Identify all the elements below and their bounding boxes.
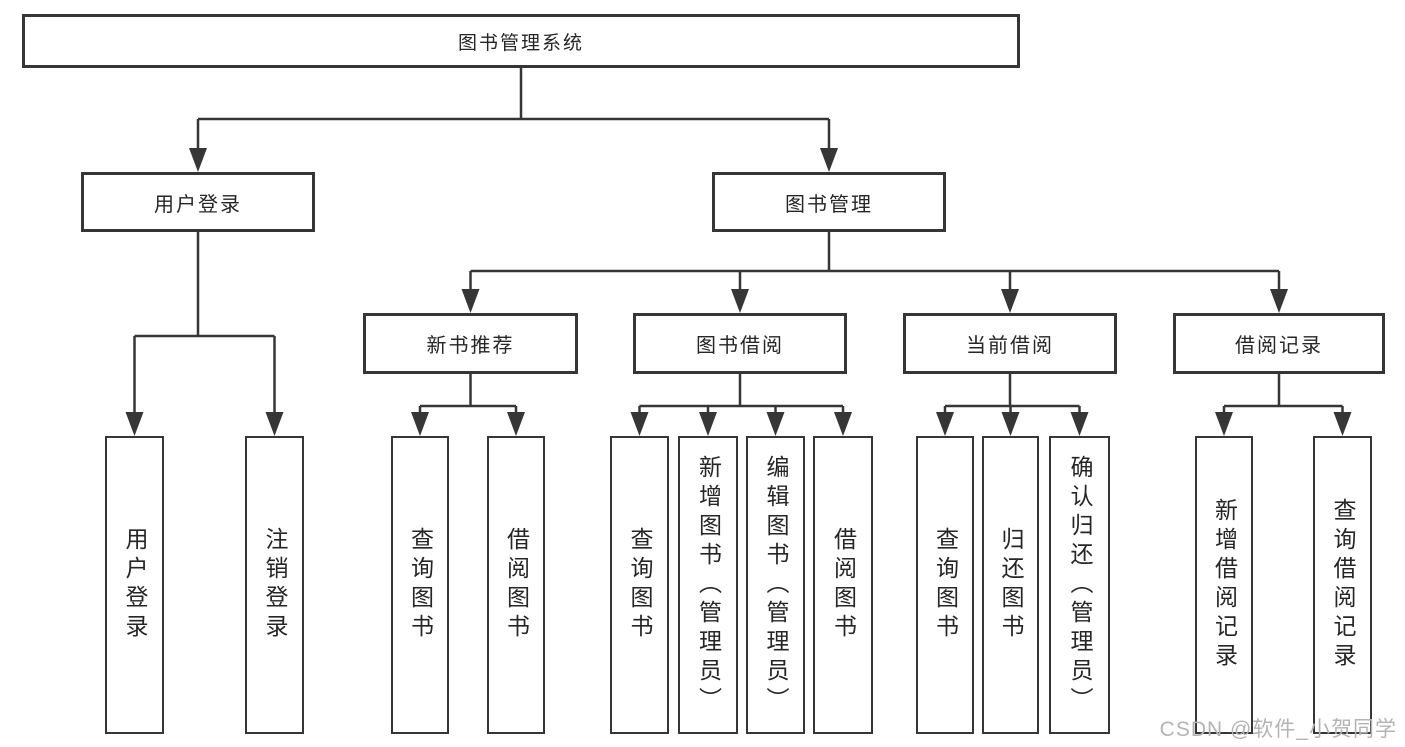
leaf-borrow-query-books: 查询图书 [610,436,669,734]
watermark: CSDN @软件_小贺同学 [1159,718,1397,741]
leaf-query-borrow-record: 查询借阅记录 [1313,436,1372,734]
leaf-user-login: 用户登录 [105,436,164,734]
node-current-borrow: 当前借阅 [903,313,1117,374]
node-borrow-records: 借阅记录 [1173,313,1385,374]
leaf-logout: 注销登录 [245,436,304,734]
node-book-management: 图书管理 [712,172,946,232]
leaf-add-borrow-record: 新增借阅记录 [1195,436,1253,734]
leaf-add-book-admin: 新增图书（管理员） [678,436,738,734]
leaf-current-query-books: 查询图书 [916,436,974,734]
leaf-return-books: 归还图书 [982,436,1039,734]
leaf-edit-book-admin: 编辑图书（管理员） [746,436,805,734]
leaf-newrec-borrow-books: 借阅图书 [487,436,545,734]
leaf-borrow-borrow-books: 借阅图书 [813,436,873,734]
node-library-management-system: 图书管理系统 [22,14,1020,68]
node-book-borrow: 图书借阅 [633,313,847,374]
leaf-confirm-return-admin: 确认归还（管理员） [1049,436,1110,734]
node-new-book-recommend: 新书推荐 [363,313,578,374]
leaf-newrec-query-books: 查询图书 [391,436,449,734]
node-user-login: 用户登录 [81,172,315,232]
